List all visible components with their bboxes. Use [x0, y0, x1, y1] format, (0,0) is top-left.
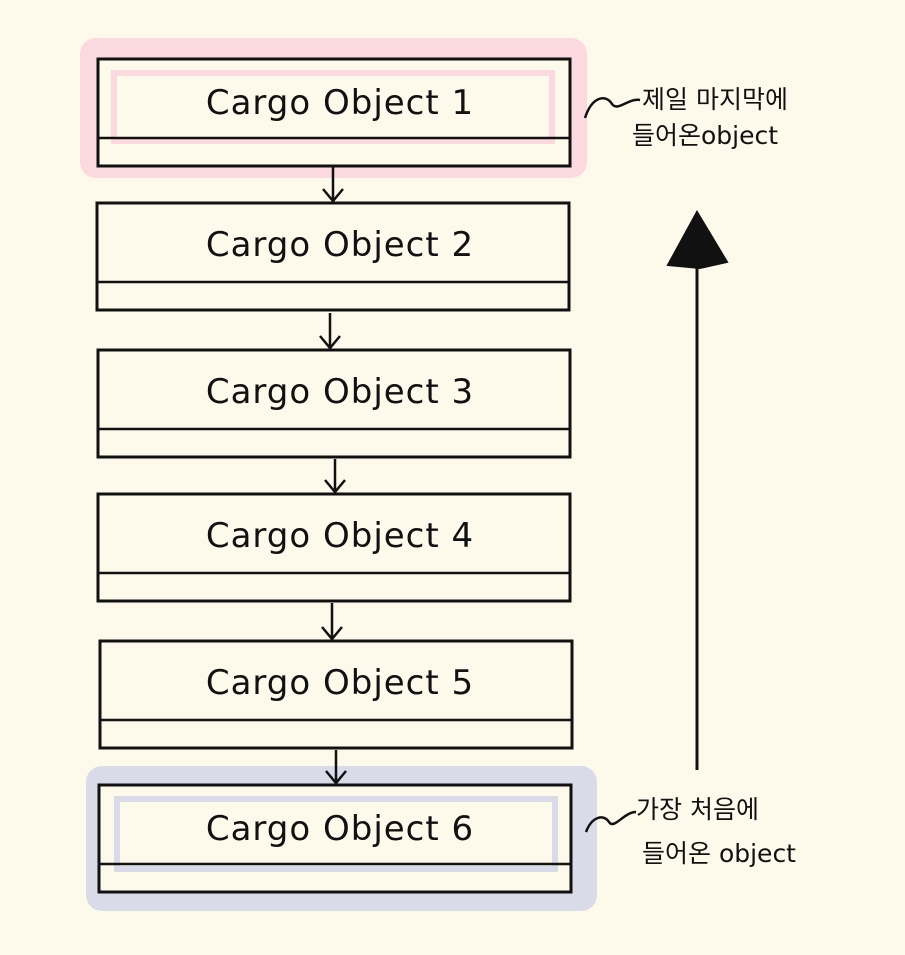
node-obj3: Cargo Object 3 — [96, 348, 572, 459]
edge-obj3-obj4 — [324, 459, 346, 494]
squiggle-pointer-icon — [583, 97, 641, 119]
up-arrow-icon — [666, 209, 729, 770]
node-obj5-label: Cargo Object 5 — [206, 663, 474, 703]
edge-obj5-obj6 — [325, 750, 347, 785]
bottom-annotation-line2: 들어온 object — [642, 839, 796, 868]
edge-obj1-obj2 — [322, 166, 344, 203]
top-annotation: 제일 마지막에 들어온object — [583, 85, 788, 150]
bottom-annotation-line1: 가장 처음에 — [636, 795, 759, 824]
node-obj2: Cargo Object 2 — [95, 201, 571, 312]
node-obj5: Cargo Object 5 — [98, 639, 574, 750]
node-obj1: Cargo Object 1 — [96, 57, 572, 168]
node-obj6: Cargo Object 6 — [97, 783, 573, 894]
node-obj1-label: Cargo Object 1 — [206, 83, 474, 123]
bottom-annotation: 가장 처음에 들어온 object — [584, 795, 796, 868]
squiggle-pointer-icon — [584, 810, 637, 833]
node-obj2-label: Cargo Object 2 — [206, 225, 474, 265]
node-obj4: Cargo Object 4 — [96, 492, 572, 603]
edge-obj2-obj3 — [319, 313, 341, 350]
node-obj4-label: Cargo Object 4 — [206, 516, 474, 556]
node-obj6-label: Cargo Object 6 — [206, 809, 474, 849]
top-annotation-line2: 들어온object — [632, 121, 778, 150]
edge-obj4-obj5 — [321, 603, 343, 641]
node-obj3-label: Cargo Object 3 — [206, 372, 474, 412]
top-annotation-line1: 제일 마지막에 — [642, 85, 788, 114]
